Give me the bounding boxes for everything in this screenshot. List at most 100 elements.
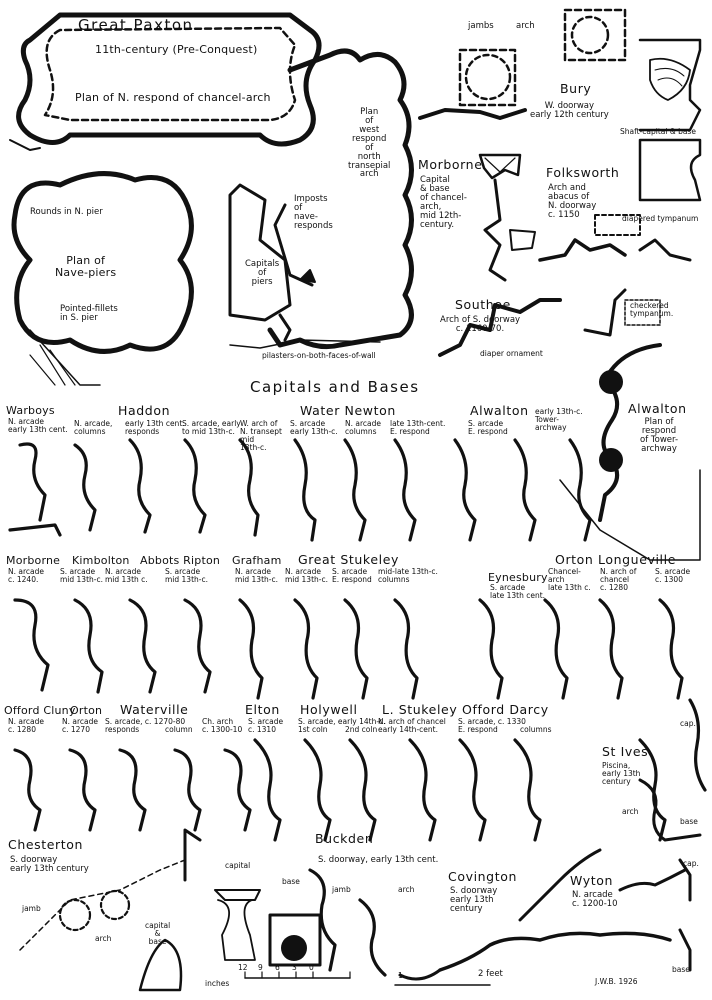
morborne-capital-sub: Capital & base of chancel- arch, mid 12t… [420, 175, 467, 230]
offord-darcy-title: Offord Darcy [462, 702, 549, 717]
bury-title: Bury [560, 81, 592, 96]
morborne-sub: N. arcade c. 1240. [8, 567, 44, 584]
st-ives-title: St Ives [602, 744, 649, 759]
alwalton-plan-title: Alwalton [628, 401, 687, 416]
haddon-col1: N. arcade, columns [74, 419, 113, 436]
scale-tick-6: 6 [275, 963, 280, 972]
great-paxton-date: 11th-century (Pre-Conquest) [95, 43, 258, 56]
buckden-arch-label: arch [398, 885, 415, 894]
bury-shaft-label: Shaft-capital & base [620, 127, 696, 136]
offord-darcy-col2: columns [520, 725, 552, 734]
buckden-base-label: base [282, 877, 300, 886]
folksworth-title: Folksworth [546, 165, 620, 180]
great-stukeley-col2: S. arcade E. respond [332, 567, 372, 584]
waterville-title: Waterville [120, 702, 189, 717]
warboys-sub: N. arcade early 13th cent. [8, 417, 68, 434]
st-ives-arch-label: arch [622, 807, 639, 816]
kimbolton-sub: S. arcade mid 13th-c. [60, 567, 103, 584]
imposts-label: Imposts of nave- responds [294, 194, 333, 231]
eynesbury-sub: S. arcade late 13th cent. [490, 583, 546, 600]
grafham-title: Grafham [232, 554, 282, 567]
great-paxton-title: Great Paxton [78, 16, 194, 34]
offord-cluny-title: Offord Cluny [4, 704, 76, 717]
orton-longueville-title: Orton Longueville [555, 552, 676, 567]
haddon-col2: early 13th cent. responds [125, 419, 185, 436]
great-stukeley-col1: N. arcade mid 13th-c. [285, 567, 328, 584]
capitals-and-bases-heading: Capitals and Bases [250, 378, 420, 396]
scale-tick-9: 9 [258, 963, 263, 972]
st-ives-sub: Piscina, early 13th century [602, 761, 641, 786]
orton-longueville-col2: N. arch of chancel c. 1280 [600, 567, 637, 592]
chesterton-sub: S. doorway early 13th century [10, 855, 89, 874]
holywell-col1: S. arcade, early 14th-c. 1st coln [298, 717, 386, 734]
orton-title: Orton [70, 704, 103, 717]
water-newton-col3: late 13th-cent. E. respond [390, 419, 446, 436]
st-ives-cap-label: cap. [680, 719, 696, 728]
waterville-col1: S. arcade, c. 1270-80 responds [105, 717, 186, 734]
pointed-fillets-label: Pointed-fillets in S. pier [60, 304, 118, 323]
chesterton-arch-label: arch [95, 934, 112, 943]
kimbolton-title: Kimbolton [72, 554, 130, 567]
eynesbury-title: Eynesbury [488, 571, 548, 584]
orton-longueville-col3: S. arcade c. 1300 [655, 567, 691, 584]
row2-capital-base-profiles [13, 598, 684, 700]
abbots-ripton-sub: S. arcade mid 13th-c. [165, 567, 208, 584]
holywell-title: Holywell [300, 702, 358, 717]
water-newton-col2: N. arcade columns [345, 419, 381, 436]
bury-arch-label: arch [516, 21, 535, 31]
folksworth-sub: Arch and abacus of N. doorway c. 1150 [548, 183, 597, 220]
grafham-sub: N. arcade mid 13th-c. [235, 567, 278, 584]
covington-title: Covington [448, 869, 517, 884]
elton-sub: S. arcade c. 1310 [248, 717, 284, 734]
buckden-sub: S. doorway, early 13th cent. [318, 855, 439, 865]
alwalton-plan-sub: Plan of respond of Tower- archway [640, 417, 679, 454]
nave-piers-label: Plan of Nave-piers [55, 254, 117, 279]
offord-darcy-col1: S. arcade, c. 1330 E. respond [458, 717, 526, 734]
scale-one-label: 1 [398, 971, 403, 980]
chesterton-capbase-label: capital & base [145, 921, 171, 946]
great-paxton-west-respond-plan [228, 48, 414, 350]
holywell-col2: 2nd coln [345, 725, 378, 734]
southoe-checkered-label: checkered tympanum. [630, 301, 674, 318]
haddon-col4: W. arch of N. transept mid 13th-c. [240, 419, 282, 452]
abbots-ripton-title: Abbots Ripton [140, 554, 221, 567]
great-paxton-chancel-respond-plan [9, 12, 322, 151]
wyton-title: Wyton [570, 873, 614, 888]
alwalton-col2: early 13th-c. Tower- archway [535, 407, 583, 432]
chesterton-jamb-label: jamb [22, 904, 41, 913]
great-paxton-respond-label: Plan of N. respond of chancel-arch [75, 91, 271, 104]
southoe-sub: Arch of S. doorway c. 1160-70. [440, 315, 521, 334]
southoe-doorway-profiles [438, 288, 661, 357]
bury-sub: W. doorway early 12th century [530, 101, 609, 120]
scale-inches-label: inches [205, 979, 230, 988]
capitals-of-piers-label: Capitals of piers [245, 259, 280, 287]
wyton-base-label: base [672, 965, 690, 974]
haddon-title: Haddon [118, 403, 171, 418]
row1-capital-base-profiles [8, 438, 592, 542]
wyton-cap-label: cap. [683, 859, 699, 868]
buckden-jamb-label: jamb [332, 885, 351, 894]
bottom-doorway-profiles [19, 778, 702, 992]
great-stukeley-col3: mid-late 13th-c. columns [378, 567, 438, 584]
morborne-capital-title: Morborne [418, 157, 483, 172]
southoe-diaper-label: diaper ornament [480, 349, 543, 358]
morborne-chancel-capital [478, 153, 536, 282]
folksworth-doorway-profiles [538, 214, 692, 262]
elton-title: Elton [245, 702, 280, 717]
waterville-col2: column [165, 725, 193, 734]
great-stukeley-title: Great Stukeley [298, 552, 399, 567]
alwalton-tower-respond-plan [559, 343, 701, 561]
waterville-col3: Ch. arch c. 1300-10 [202, 717, 243, 734]
covington-sub: S. doorway early 13th century [450, 886, 498, 914]
water-newton-title: Water Newton [300, 403, 396, 418]
alwalton-col1: S. arcade E. respond [468, 419, 508, 436]
scale-tick-12: 12 [238, 963, 248, 972]
water-newton-col1: S. arcade early 13th-c. [290, 419, 338, 436]
haddon-col3: S. arcade, early to mid 13th-c. [182, 419, 241, 436]
st-ives-base-label: base [680, 817, 698, 826]
morborne-title: Morborne [6, 554, 61, 567]
rounds-n-pier-label: Rounds in N. pier [30, 207, 103, 217]
l-stukeley-title: L. Stukeley [382, 702, 458, 717]
